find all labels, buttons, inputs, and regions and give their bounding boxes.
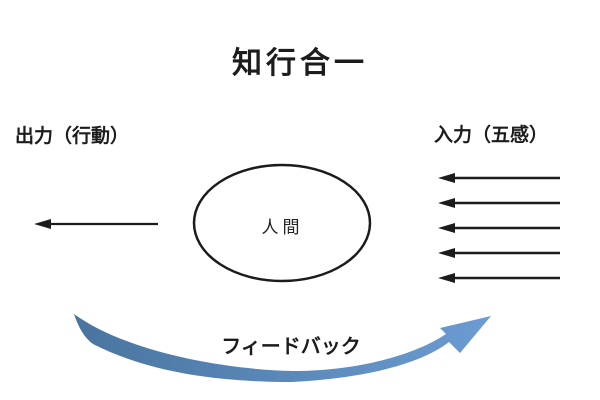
input-arrow [438, 223, 560, 233]
human-ellipse [192, 163, 372, 283]
input-arrowhead-icon [438, 223, 455, 233]
diagram-title: 知行合一 [232, 47, 368, 80]
input-arrow [438, 248, 560, 258]
human-label: 人間 [261, 218, 304, 237]
output-arrowhead-icon [34, 219, 51, 229]
feedback-label: フィードバック [221, 336, 361, 358]
input-arrow [438, 173, 560, 183]
input-label: 入力（五感） [434, 125, 549, 146]
input-arrow [438, 273, 560, 283]
feedback-arrow [74, 314, 491, 382]
input-arrowhead-icon [438, 248, 455, 258]
input-arrowhead-icon [438, 273, 455, 283]
output-label: 出力（行動） [15, 126, 130, 147]
input-arrowhead-icon [438, 198, 455, 208]
input-arrows [438, 173, 560, 283]
output-arrow [34, 219, 158, 229]
input-arrowhead-icon [438, 173, 455, 183]
input-arrow [438, 198, 560, 208]
